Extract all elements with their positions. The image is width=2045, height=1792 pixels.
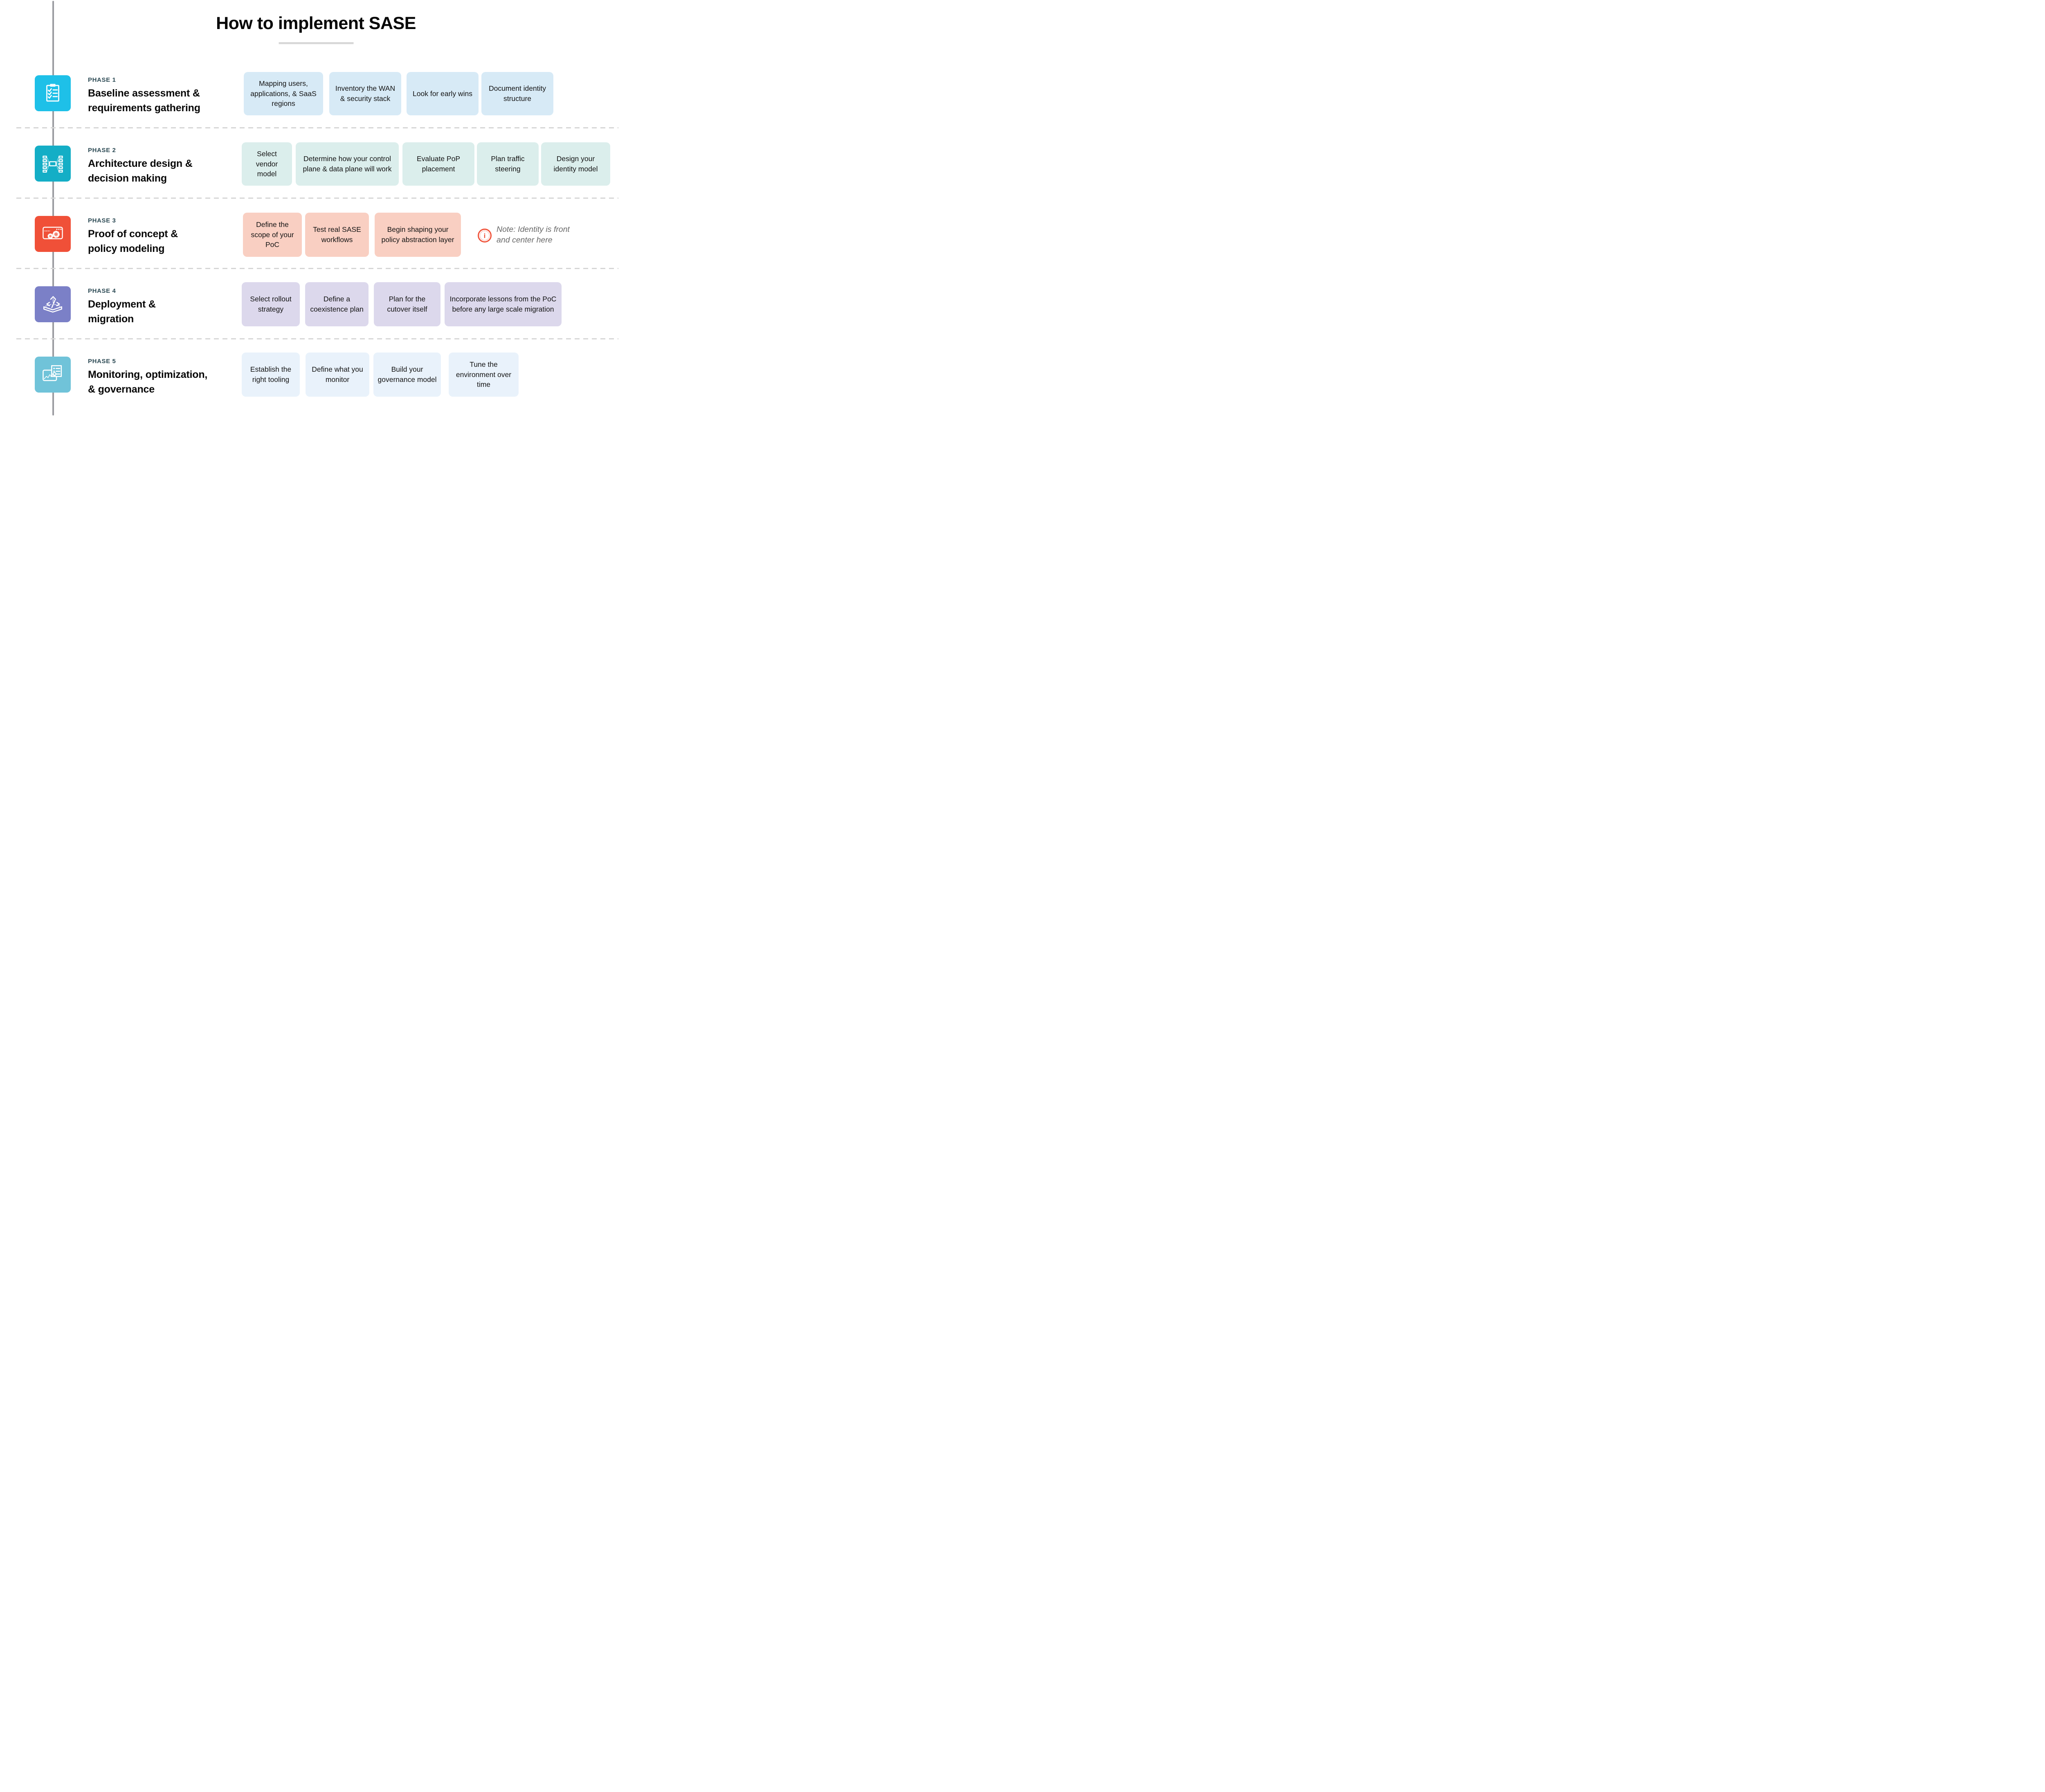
- phase-2-card: Select vendor model: [242, 142, 292, 186]
- phase-2-card: Determine how your control plane & data …: [296, 142, 399, 186]
- phase-3-title-line1: Proof of concept &: [88, 228, 178, 240]
- note-text-line1: Note: Identity is front: [497, 225, 570, 234]
- phase-1-card: Inventory the WAN & security stack: [329, 72, 401, 115]
- phase-3-icon-tile: [35, 216, 71, 252]
- infographic-canvas: How to implement SASE PHASE 1 Baseline a…: [0, 0, 632, 415]
- phase-2-title-line2: decision making: [88, 172, 167, 184]
- phase-5-card: Build your governance model: [373, 353, 441, 397]
- phase-4-card: Incorporate lessons from the PoC before …: [445, 282, 562, 326]
- info-icon-dotted-ring: [480, 231, 490, 240]
- phase-5-title-line2: & governance: [88, 383, 155, 395]
- phase-5-card: Establish the right tooling: [242, 353, 300, 397]
- phase-1-card: Mapping users, applications, & SaaS regi…: [244, 72, 323, 115]
- phase-4-label: PHASE 4: [88, 287, 116, 294]
- phase-4-card: Plan for the cutover itself: [374, 282, 440, 326]
- title-underline: [279, 42, 353, 44]
- phase-2-card: Design your identity model: [541, 142, 610, 186]
- phase-5-card: Define what you monitor: [306, 353, 369, 397]
- circuit-icon: [43, 155, 63, 173]
- page-title: How to implement SASE: [216, 13, 416, 33]
- phase-5-label: PHASE 5: [88, 358, 116, 365]
- row-separator: [16, 338, 618, 339]
- phase-3-label: PHASE 3: [88, 217, 116, 224]
- phase-1-title-line2: requirements gathering: [88, 102, 200, 114]
- phase-1-icon-tile: [35, 75, 71, 111]
- phase-1-label: PHASE 1: [88, 76, 116, 83]
- timeline-spine: [52, 1, 54, 415]
- phase-2-title-line1: Architecture design &: [88, 158, 193, 169]
- phase-3-title-line2: policy modeling: [88, 243, 165, 254]
- phase-1-card: Document identity structure: [481, 72, 553, 115]
- note-text: Note: Identity is front and center here: [497, 224, 584, 245]
- phase-3-card: Define the scope of your PoC: [243, 213, 302, 257]
- phase-4-icon-tile: [35, 286, 71, 322]
- gears-browser-icon: [43, 227, 63, 239]
- phase-1-title-line1: Baseline assessment &: [88, 88, 200, 99]
- monitoring-icon: [43, 365, 62, 381]
- deploy-box-icon: [43, 296, 63, 313]
- phase-1-card: Look for early wins: [407, 72, 479, 115]
- phase-4-card: Define a coexistence plan: [305, 282, 369, 326]
- phase-2-title: Architecture design & decision making: [88, 157, 229, 186]
- phase-4-title: Deployment & migration: [88, 297, 229, 326]
- phase-5-title: Monitoring, optimization, & governance: [88, 368, 229, 397]
- phase-3-title: Proof of concept & policy modeling: [88, 227, 229, 256]
- phase-4-title-line1: Deployment &: [88, 299, 156, 310]
- info-icon: i: [478, 229, 492, 243]
- phase-4-card: Select rollout strategy: [242, 282, 300, 326]
- phase-2-card: Plan traffic steering: [477, 142, 539, 186]
- phase-5-icon-tile: [35, 357, 71, 393]
- row-separator: [16, 198, 618, 199]
- checklist-icon: [46, 84, 59, 102]
- phase-1-title: Baseline assessment & requirements gathe…: [88, 86, 229, 115]
- phase-5-title-line1: Monitoring, optimization,: [88, 369, 208, 380]
- phase-2-icon-tile: [35, 146, 71, 182]
- phase-5-card: Tune the environment over time: [449, 353, 519, 397]
- phase-3-card: Begin shaping your policy abstraction la…: [375, 213, 461, 257]
- phase-2-label: PHASE 2: [88, 147, 116, 154]
- row-separator: [16, 268, 618, 269]
- phase-2-card: Evaluate PoP placement: [402, 142, 474, 186]
- row-separator: [16, 127, 618, 128]
- note-text-line2: and center here: [497, 236, 553, 245]
- phase-4-title-line2: migration: [88, 313, 134, 325]
- phase-3-card: Test real SASE workflows: [305, 213, 369, 257]
